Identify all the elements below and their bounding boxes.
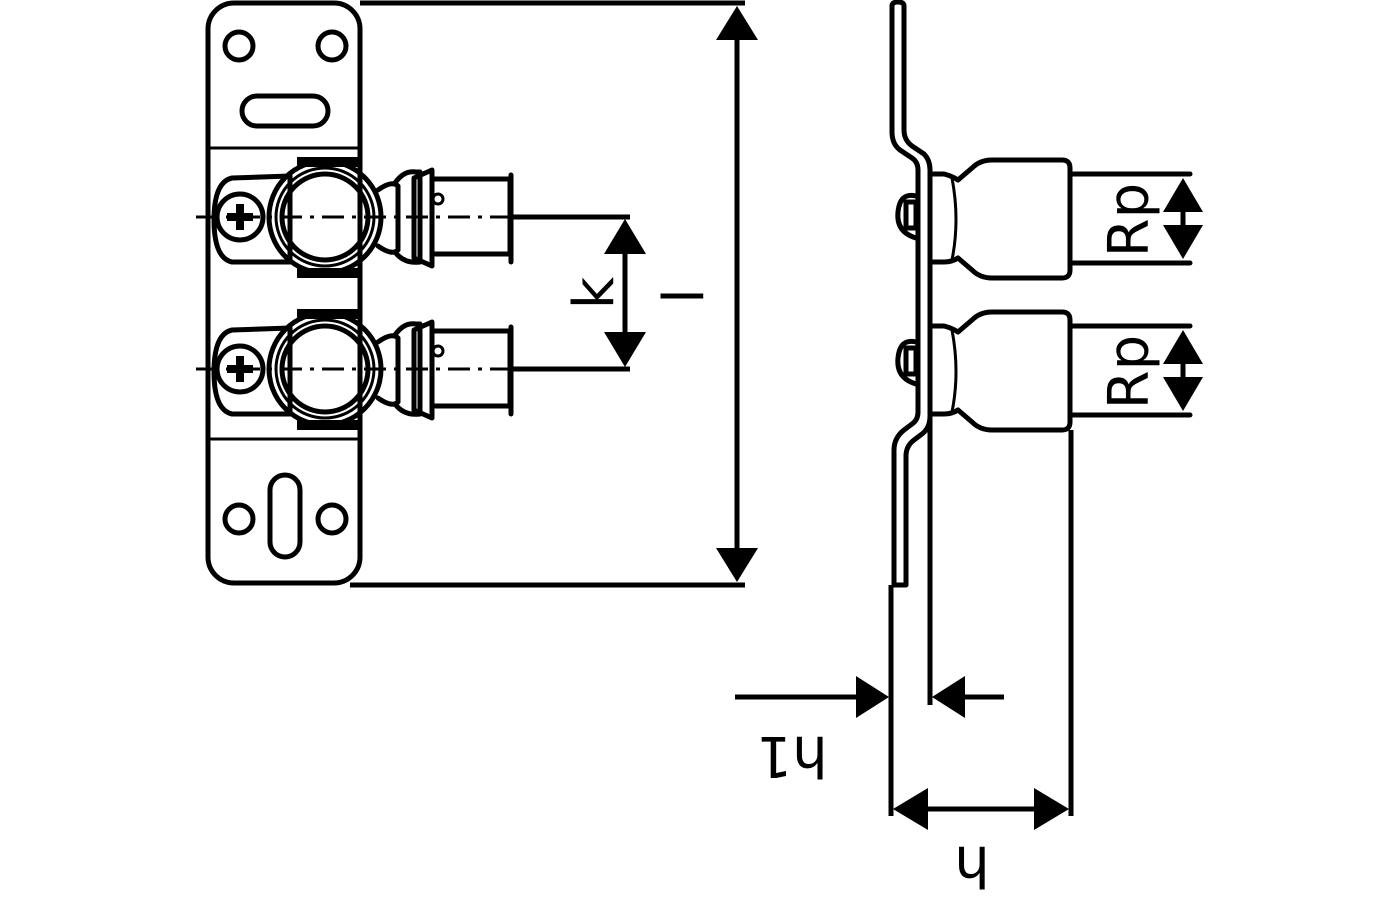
front-view: k l	[196, 0, 758, 588]
dimension-k: k	[512, 214, 646, 372]
label-l: l	[652, 288, 717, 304]
label-k: k	[562, 276, 627, 309]
arrowhead-down	[1163, 377, 1203, 411]
arrowhead-up	[716, 6, 758, 40]
arrowhead-right	[856, 676, 889, 718]
label-rp-bottom: Rp	[1097, 335, 1162, 409]
slot-vertical	[267, 472, 303, 560]
label-h: h	[954, 833, 990, 898]
mounting-hole	[222, 502, 256, 536]
arrowhead-down	[1163, 225, 1203, 259]
mounting-hole	[315, 29, 349, 63]
fitting-side-top: Rp	[895, 157, 1203, 281]
dimension-h: h	[893, 788, 1069, 898]
dimension-l: l	[350, 0, 758, 588]
label-rp-top: Rp	[1097, 183, 1162, 257]
arrowhead-left	[893, 788, 928, 830]
arrowhead-right	[1034, 788, 1069, 830]
dimension-h1: h1	[735, 676, 1004, 788]
arrowhead-up	[1163, 178, 1203, 212]
arrowhead-up	[1163, 330, 1203, 364]
slot-horizontal	[239, 93, 331, 129]
fitting-side-bottom: Rp	[895, 309, 1203, 433]
arrowhead-up	[604, 219, 646, 254]
side-view: Rp Rp h1	[735, 0, 1203, 898]
arrowhead-down	[716, 548, 758, 582]
mounting-plate	[205, 0, 363, 586]
label-h1: h1	[756, 723, 827, 788]
arrowhead-down	[604, 332, 646, 367]
arrowhead-left	[932, 676, 965, 718]
plate-profile	[889, 0, 933, 588]
mounting-hole	[222, 29, 256, 63]
mounting-hole	[315, 502, 349, 536]
